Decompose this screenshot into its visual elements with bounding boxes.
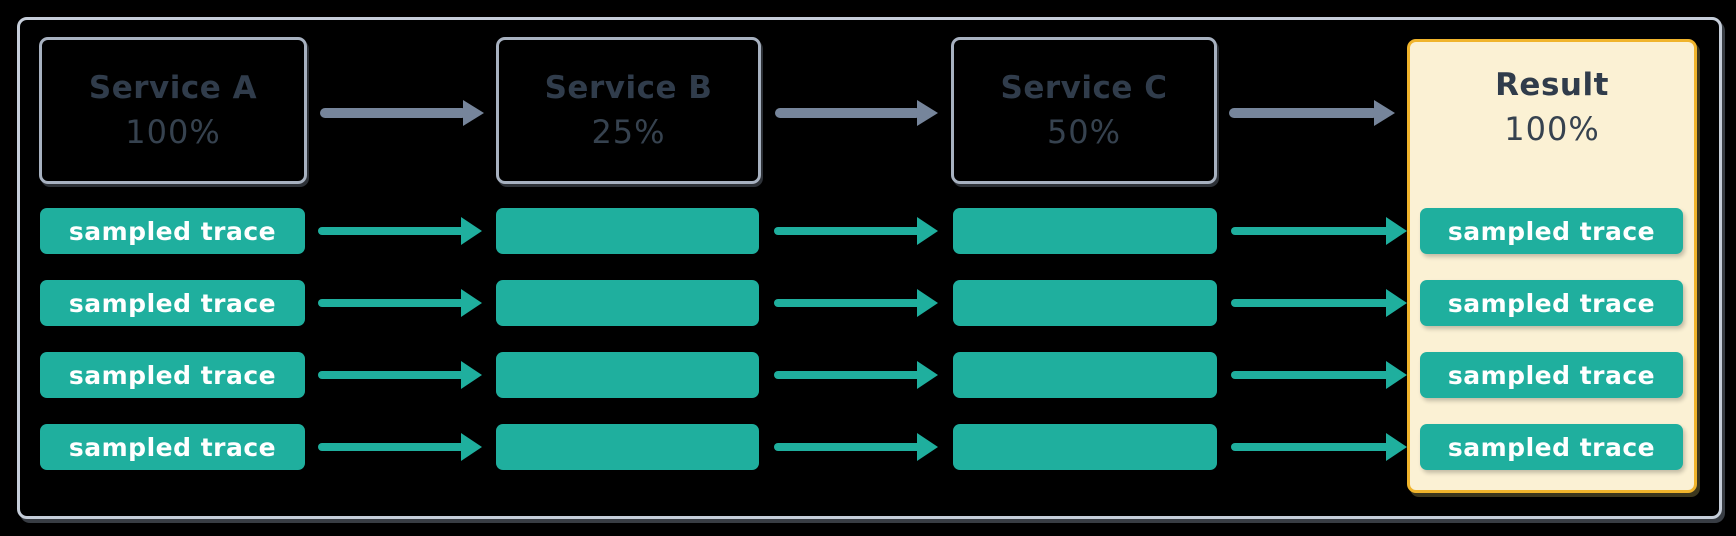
trace-flow-arrow-icon: [774, 360, 938, 390]
result-trace-box-3: sampled trace: [1420, 352, 1683, 398]
service-c-trace-box-1: [953, 208, 1217, 254]
service-c-trace-box-2: [953, 280, 1217, 326]
trace-flow-arrow-icon: [318, 288, 482, 318]
service-a-trace-box-2: sampled trace: [40, 280, 305, 326]
trace-flow-arrow-icon: [1231, 432, 1407, 462]
trace-flow-arrow-icon: [1231, 216, 1407, 246]
trace-flow-arrow-icon: [318, 360, 482, 390]
service-a-trace-box-3: sampled trace: [40, 352, 305, 398]
result-trace-box-2: sampled trace: [1420, 280, 1683, 326]
result-trace-box-4: sampled trace: [1420, 424, 1683, 470]
service-c-box: Service C 50%: [951, 37, 1217, 184]
trace-flow-arrow-icon: [774, 432, 938, 462]
result-title: Result: [1495, 67, 1609, 103]
service-c-rate: 50%: [1046, 113, 1122, 151]
trace-flow-arrow-icon: [1231, 360, 1407, 390]
trace-flow-arrow-icon: [774, 288, 938, 318]
trace-flow-arrow-icon: [1231, 288, 1407, 318]
trace-flow-arrow-icon: [774, 216, 938, 246]
result-header: Result 100%: [1410, 42, 1694, 148]
trace-flow-arrow-icon: [318, 432, 482, 462]
service-a-rate: 100%: [125, 113, 221, 151]
service-flow-arrow-icon: [775, 98, 938, 128]
service-b-trace-box-4: [496, 424, 759, 470]
service-b-box: Service B 25%: [496, 37, 761, 184]
service-b-title: Service B: [544, 70, 713, 106]
service-b-rate: 25%: [591, 113, 666, 151]
result-trace-box-1: sampled trace: [1420, 208, 1683, 254]
result-box: Result 100% sampled trace sampled trace …: [1407, 39, 1697, 493]
service-flow-arrow-icon: [320, 98, 484, 128]
pipeline-frame: [17, 17, 1722, 519]
service-flow-arrow-icon: [1229, 98, 1395, 128]
result-rate: 100%: [1504, 110, 1600, 148]
service-a-trace-box-4: sampled trace: [40, 424, 305, 470]
trace-flow-arrow-icon: [318, 216, 482, 246]
service-a-trace-box-1: sampled trace: [40, 208, 305, 254]
service-c-title: Service C: [1000, 70, 1168, 106]
service-b-trace-box-1: [496, 208, 759, 254]
service-c-trace-box-3: [953, 352, 1217, 398]
service-a-box: Service A 100%: [39, 37, 307, 184]
service-c-trace-box-4: [953, 424, 1217, 470]
service-b-trace-box-3: [496, 352, 759, 398]
service-a-title: Service A: [88, 70, 258, 106]
service-b-trace-box-2: [496, 280, 759, 326]
